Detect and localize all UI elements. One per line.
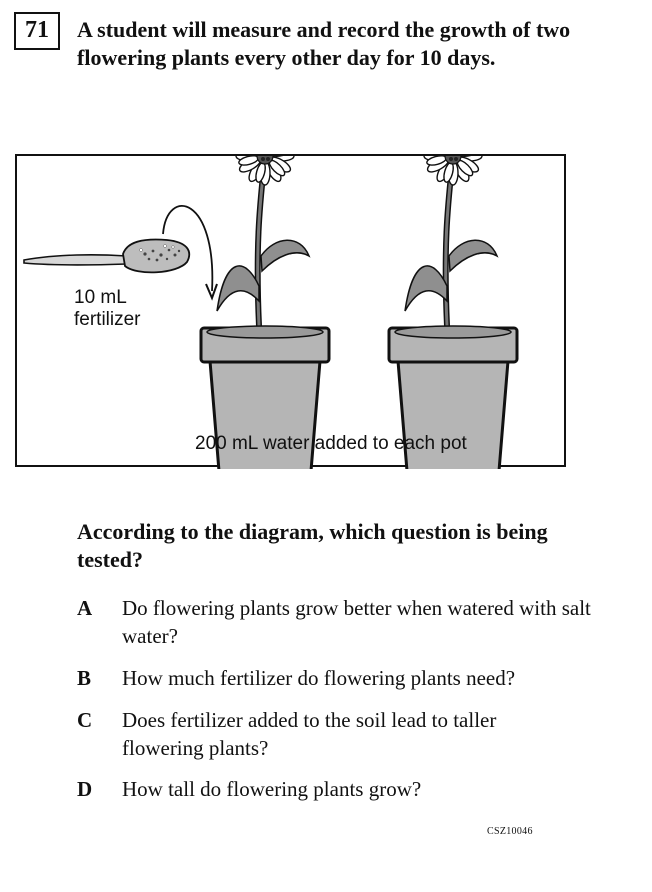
control-plant	[389, 156, 517, 469]
fertilized-plant	[201, 156, 329, 469]
spoon-icon	[23, 238, 191, 274]
choice-letter: A	[77, 596, 93, 620]
question-number: 71	[14, 12, 60, 50]
pour-arrow-icon	[162, 205, 218, 301]
item-code: CSZ10046	[487, 826, 533, 837]
choice-text: Do flowering plants grow better when wat…	[122, 596, 591, 648]
fertilizer-label: 10 mL fertilizer	[74, 287, 141, 330]
choice-text: How tall do flowering plants grow?	[122, 777, 422, 801]
choice-text: Does fertilizer added to the soil lead t…	[122, 708, 497, 760]
choice-text: How much fertilizer do flowering plants …	[122, 666, 516, 690]
water-label: 200 mL water added to each pot	[195, 433, 467, 454]
choice-letter: B	[77, 666, 92, 690]
choice-letter: C	[77, 708, 93, 732]
question-prompt: According to the diagram, which question…	[77, 519, 548, 572]
question-stem: A student will measure and record the gr…	[77, 17, 571, 70]
experiment-diagram: 10 mL fertilizer 200 mL water added to e…	[15, 154, 566, 467]
choice-letter: D	[77, 777, 93, 801]
diagram-illustration	[23, 156, 568, 469]
